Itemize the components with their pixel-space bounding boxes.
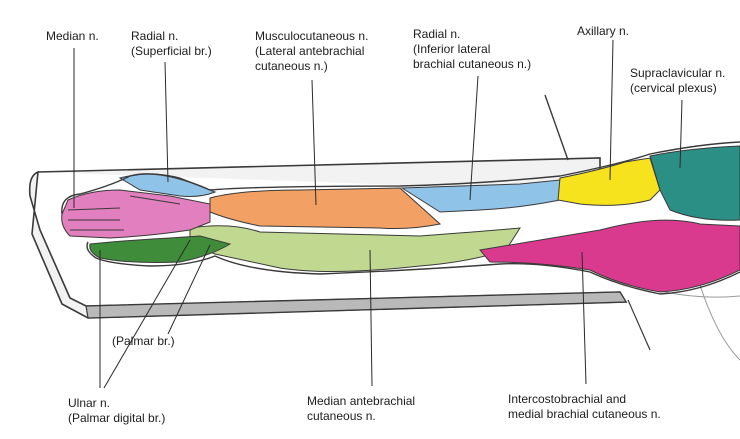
- label-radial-inferior-lateral: Radial n. (Inferior lateral brachial cut…: [413, 27, 531, 72]
- label-median-n: Median n.: [46, 29, 99, 44]
- musculocutaneous-region: [210, 188, 440, 229]
- label-supraclavicular: Supraclavicular n. (cervical plexus): [630, 66, 725, 96]
- label-median-antebrachial: Median antebrachial cutaneous n.: [307, 394, 415, 424]
- label-palmar-br: (Palmar br.): [112, 334, 175, 349]
- leader-axillary: [610, 40, 613, 180]
- leader-radial-superficial: [165, 62, 168, 182]
- board-right-edge: [545, 95, 568, 160]
- board-edge: [86, 292, 626, 318]
- label-ulnar: Ulnar n. (Palmar digital br.): [68, 396, 165, 426]
- board-side-line: [628, 300, 650, 350]
- label-radial-superficial: Radial n. (Superficial br.): [131, 29, 212, 59]
- label-axillary: Axillary n.: [577, 24, 629, 39]
- intercostobrachial-region: [480, 220, 740, 292]
- supraclavicular-region: [650, 146, 740, 220]
- label-musculocutaneous: Musculocutaneous n. (Lateral antebrachia…: [255, 29, 368, 74]
- label-intercostobrachial: Intercostobrachial and medial brachial c…: [508, 392, 661, 422]
